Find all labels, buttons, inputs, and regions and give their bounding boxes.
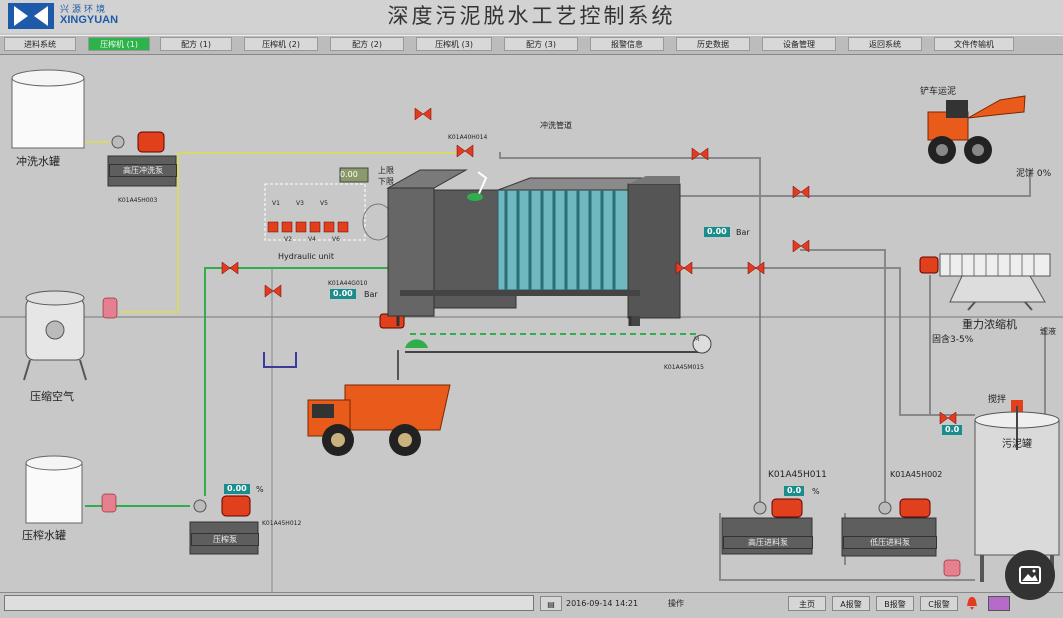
alarm-bell-icon[interactable] [964,596,980,611]
compressed-air-label: 压缩空气 [30,390,74,403]
concentration-label: 固含3-5% [932,335,974,345]
wash-tank-label: 冲洗水罐 [16,155,60,168]
tab-return-system[interactable]: 返回系统 [848,37,922,51]
wash-pump-tag: K01A45H003 [118,197,158,204]
status-user: 操作 [668,599,684,608]
mud-tank-label: 污泥罐 [1002,439,1032,450]
logo-badge-icon[interactable] [988,596,1010,611]
filter-press-unit: Bar [736,228,750,237]
hydraulic-v2: V2 [284,236,292,243]
low-feed-pump-label: 低压进料泵 [843,536,937,549]
hydraulic-v4: V4 [308,236,316,243]
press-pump-unit: % [256,485,264,494]
tab-device-mgmt[interactable]: 设备管理 [762,37,836,51]
hydraulic-v6: V6 [332,236,340,243]
high-feed-tag: K01A45H011 [768,470,827,480]
mud-out-label: 泥饼 0% [1016,169,1052,179]
hydraulic-v5: V5 [320,200,328,207]
alarm-c-button[interactable]: C报警 [920,596,958,611]
company-logo [8,3,54,29]
header-bar [0,0,1063,33]
logo-en-text: XINGYUAN [60,14,119,26]
tab-press-1[interactable]: 压榨机 (1) [88,37,150,51]
filter-press-readout: 0.00 [704,227,730,237]
image-viewer-icon[interactable] [1005,550,1055,600]
press-pump-readout: 0.00 [224,484,250,494]
status-datetime: 2016-09-14 14:21 [566,599,639,608]
high-feed-unit: % [812,487,820,496]
high-feed-pump-label: 高压进料泵 [723,536,813,549]
tab-recipe-1[interactable]: 配方 (1) [160,37,232,51]
valve-k014-tag: K01A40H014 [448,134,488,141]
press-pump-tag: K01A45H012 [262,520,302,527]
cake-pressure-readout: 0.00 [330,289,356,299]
high-feed-readout: 0.0 [784,486,805,496]
lower-limit-label: 下限 [378,177,394,186]
high-pressure-wash-pump-label: 高压冲洗泵 [109,164,177,177]
tab-recipe-2[interactable]: 配方 (2) [330,37,404,51]
tab-press-2[interactable]: 压榨机 (2) [244,37,318,51]
upper-limit-label: 上限 [378,166,394,175]
conveyor-tag: K01A45M015 [664,364,704,371]
page-title: 深度污泥脱水工艺控制系统 [387,4,676,28]
process-diagram [0,69,1063,592]
mud-tank-readout: 0.0 [942,425,963,435]
gravity-thickener-label: 重力浓缩机 [962,318,1017,331]
tab-alarm-info[interactable]: 报警信息 [590,37,664,51]
low-feed-tag: K01A45H002 [890,470,943,479]
hydraulic-v3: V3 [296,200,304,207]
main-page-button[interactable]: 主页 [788,596,826,611]
alarm-a-button[interactable]: A报警 [832,596,870,611]
tab-file-transfer[interactable]: 文件传输机 [934,37,1014,51]
hydraulic-v1: V1 [272,200,280,207]
tab-press-3[interactable]: 压榨机 (3) [416,37,492,51]
press-tag: K01A44G010 [328,280,368,287]
message-field[interactable] [4,595,534,611]
mixer-label: 搅拌 [988,395,1007,405]
press-water-tank-label: 压榨水罐 [22,529,66,542]
hydraulic-unit-label: Hydraulic unit [278,252,334,261]
tab-recipe-3[interactable]: 配方 (3) [504,37,578,51]
cake-pressure-unit: Bar [364,290,378,299]
backwash-label: 冲洗管道 [540,121,572,130]
press-pump-label: 压榨泵 [191,533,259,546]
alarm-b-button[interactable]: B报警 [876,596,914,611]
drain-label: 滤液 [1040,327,1056,336]
tab-history[interactable]: 历史数据 [676,37,750,51]
motor-label: M [694,336,700,343]
tab-feed-system[interactable]: 进料系统 [4,37,76,51]
loader-label: 铲车运泥 [920,87,957,97]
hydraulic-status[interactable]: 0.00 [340,170,358,179]
logo-cn-text: 兴源环境 [60,5,109,15]
print-icon[interactable]: ▤ [540,596,562,611]
